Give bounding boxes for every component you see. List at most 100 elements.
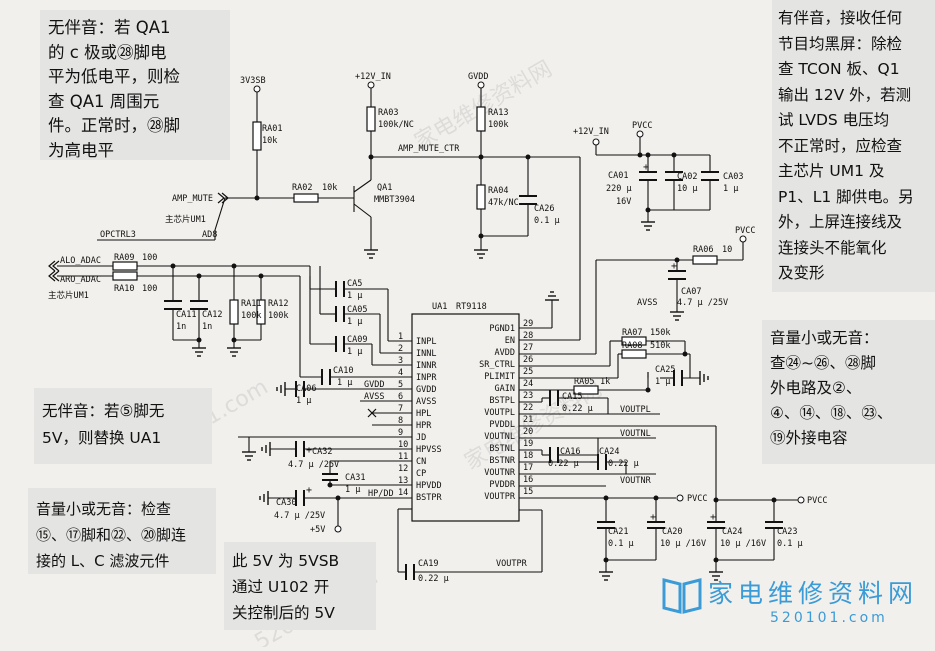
ca5-ref: CA5 — [347, 279, 362, 289]
ic-left-pin-number: 10 — [398, 440, 408, 450]
ic-left-pin-name: HPVDD — [416, 481, 442, 491]
ca26-ref: CA26 — [534, 204, 554, 214]
ic-left-pin-number: 9 — [398, 428, 403, 438]
note-line: 音量小或无音：检查 — [36, 500, 172, 518]
ic-right-pin-number: 19 — [523, 439, 533, 449]
ca19-ref: CA19 — [418, 559, 438, 569]
ra03-ref: RA03 — [378, 108, 398, 118]
ic-left-pin-name: CP — [416, 469, 426, 479]
net-voutpl: VOUTPL — [620, 405, 651, 415]
rail-3v3sb: 3V3SB — [240, 76, 266, 86]
signal-main-chip-1: 主芯片UM1 — [165, 214, 206, 225]
signal-opctrl3: OPCTRL3 — [100, 230, 136, 240]
ca25-value: 1 μ — [655, 377, 670, 387]
ca26-value: 0.1 μ — [534, 216, 560, 226]
ca5-value: 1 μ — [347, 291, 362, 301]
ca21-ref: CA21 — [608, 527, 628, 537]
svg-text:+: + — [671, 261, 677, 272]
ic-right-pin-name: PVDDL — [489, 420, 515, 430]
net-voutnl: VOUTNL — [620, 429, 651, 439]
note-line: 平为低电平，则检 — [48, 67, 180, 86]
note-line: 主芯片 UM1 及 — [778, 162, 885, 180]
ic-right-pin-number: 23 — [523, 391, 533, 401]
signal-amp-mute: AMP_MUTE — [172, 194, 213, 204]
markers — [48, 192, 377, 418]
ra03-value: 100k/NC — [378, 120, 414, 130]
ca05-ref: CA05 — [347, 305, 367, 315]
ic-right-pin-number: 15 — [523, 487, 533, 497]
note-line: 件。正常时，㉘脚 — [48, 116, 180, 135]
ca11-ref: CA11 — [176, 310, 196, 320]
ic-right-pin-name: AVDD — [495, 348, 515, 358]
ic-left-pin-name: AVSS — [416, 397, 436, 407]
ca31-ref: CA31 — [345, 473, 365, 483]
ra09-value: 100 — [142, 253, 157, 263]
ca21-value: 0.1 μ — [608, 539, 634, 549]
ra05-value: 1k — [600, 377, 610, 387]
ra10-ref: RA10 — [114, 284, 134, 294]
ca01-ref: CA01 — [608, 171, 628, 181]
signal-aro-adac: ARO_ADAC — [60, 275, 101, 285]
ic-left-pin-name: INPL — [416, 337, 436, 347]
rail-avss: AVSS — [637, 298, 657, 308]
ra06-ref: RA06 — [693, 245, 713, 255]
ca24b-ref: CA24 — [722, 527, 742, 537]
rail-5v: +5V — [310, 525, 325, 535]
net-voutpr: VOUTPR — [496, 559, 528, 569]
ca10-ref: CA10 — [333, 366, 353, 376]
note-line: 的 c 极或㉘脚电 — [48, 42, 167, 62]
ic-right-pin-name: PLIMIT — [484, 372, 515, 382]
ra02-value: 10k — [322, 183, 337, 193]
rail-pvcc-bottom2: PVCC — [807, 496, 827, 506]
ic-left-pin-name: GVDD — [416, 385, 436, 395]
ca23-ref: CA23 — [777, 527, 797, 537]
ic-right-pin-name: GAIN — [495, 384, 515, 394]
ca32-value: 4.7 μ /25V — [288, 460, 339, 470]
note-top-left: 无伴音：若 QA1 的 c 极或㉘脚电 平为低电平，则检 查 QA1 周围元 件… — [40, 10, 230, 160]
ic-right-pin-number: 26 — [523, 355, 533, 365]
ic-left-pin-number: 3 — [398, 356, 403, 366]
note-line: ⑮、⑰脚和㉒、⑳脚连 — [36, 526, 187, 544]
note-line: 不正常时，应检查 — [778, 136, 903, 155]
ic-right-pin-number: 17 — [523, 463, 533, 473]
note-line: 外，上屏连接线及 — [778, 213, 903, 231]
ic-part: RT9118 — [456, 302, 487, 312]
ra09-ref: RA09 — [114, 253, 134, 263]
ic-ref: UA1 — [432, 302, 447, 312]
ic-right-pin-number: 27 — [523, 343, 533, 353]
ca19-value: 0.22 μ — [418, 574, 449, 584]
ca16-value: 0.22 μ — [548, 459, 579, 469]
ic-right-pin-number: 22 — [523, 403, 533, 413]
book-logo-icon — [662, 578, 702, 614]
ground-symbols — [192, 221, 723, 581]
note-line: ④、⑭、⑱、㉓、 — [770, 404, 893, 422]
rail-pvcc-top: PVCC — [632, 121, 652, 131]
ic-right-pin-name: BSTNR — [489, 456, 515, 466]
ic-right-pin-name: VOUTPR — [484, 492, 516, 502]
ic-right-pin-name: PGND1 — [489, 324, 515, 334]
ic-left-pin-number: 6 — [398, 392, 403, 402]
signal-alo-adac: ALO_ADAC — [60, 256, 101, 266]
ca06-value: 1 μ — [296, 396, 311, 406]
ic-right-pin-number: 24 — [523, 379, 533, 389]
note-line: 为高电平 — [48, 140, 114, 160]
ca07-value: 4.7 μ /25V — [677, 298, 728, 308]
ic-left-pin-number: 13 — [398, 476, 408, 486]
note-bottom-left: 音量小或无音：检查 ⑮、⑰脚和㉒、⑳脚连 接的 L、C 滤波元件 — [28, 488, 216, 574]
svg-text:+: + — [710, 512, 716, 523]
ca25-ref: CA25 — [655, 365, 675, 375]
ra13-ref: RA13 — [488, 108, 508, 118]
ic-left-pin-number: 5 — [398, 380, 403, 390]
ic-left-pin-number: 1 — [398, 332, 403, 342]
ic-right-pin-name: SR_CTRL — [479, 360, 515, 370]
svg-text:+: + — [306, 485, 312, 496]
ra01-ref: RA01 — [262, 124, 282, 134]
ic-left-pin-name: JD — [416, 433, 426, 443]
ca09-value: 1 μ — [347, 347, 362, 357]
svg-text:+: + — [650, 512, 656, 523]
ic-right-pin-number: 21 — [523, 415, 533, 425]
ra10-value: 100 — [142, 284, 157, 294]
note-mid-left: 无伴音：若⑤脚无 5V，则替换 UA1 — [34, 388, 212, 464]
ca31-value: 1 μ — [345, 485, 360, 495]
ic-right-pin-name: VOUTNR — [484, 468, 516, 478]
